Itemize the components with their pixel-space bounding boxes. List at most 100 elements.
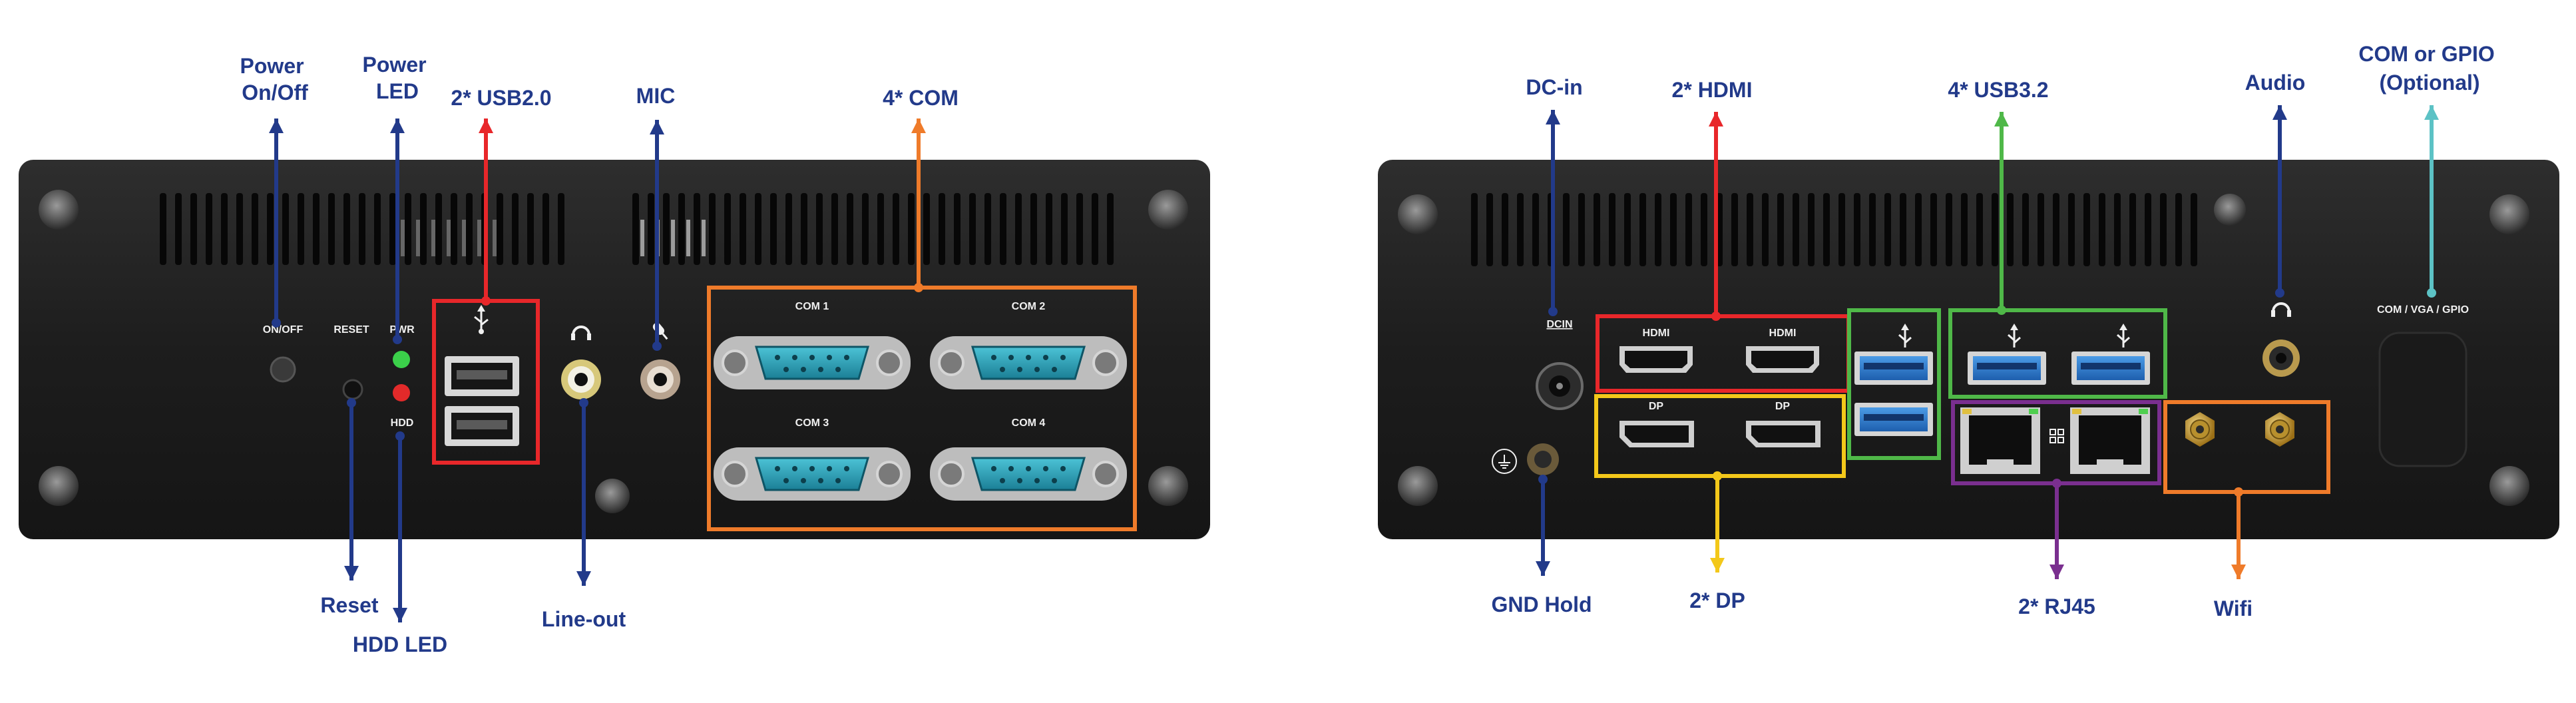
com-pin: [1060, 466, 1066, 471]
com-port[interactable]: [714, 336, 911, 389]
vent-slot: [1092, 193, 1098, 265]
vent-slot: [2022, 193, 2029, 266]
vent-slot: [801, 193, 807, 265]
usb-icon: [2117, 324, 2130, 348]
vent-slot: [877, 193, 884, 265]
usb2-port[interactable]: [445, 406, 519, 446]
ground-icon: [1492, 449, 1517, 474]
hdmi2-label: 2* HDMI: [1672, 78, 1753, 102]
vent-light: [462, 220, 466, 256]
vent-slot: [1578, 193, 1585, 266]
usb3-port[interactable]: [1854, 403, 1933, 436]
vent-slot: [1486, 193, 1493, 266]
usb20-arrow-head: [479, 118, 493, 133]
usb3-port[interactable]: [1854, 352, 1933, 385]
displayport[interactable]: [1619, 421, 1694, 447]
wifi-antenna-connector[interactable]: [2185, 412, 2215, 447]
vent-slot: [221, 193, 228, 265]
vent-slot: [1563, 193, 1570, 266]
com-pin: [827, 466, 832, 471]
vent-slot: [678, 193, 685, 265]
line-out-label: Line-out: [542, 607, 626, 631]
wifi-antenna-connector[interactable]: [2265, 412, 2294, 447]
com-pin: [783, 478, 789, 483]
vent-slot: [389, 193, 396, 265]
usb32-arrow-head: [1994, 112, 2009, 126]
line-out-jack[interactable]: [561, 359, 601, 399]
power-onoff-label-line1: Power: [240, 54, 304, 78]
dc-in-jack[interactable]: [1536, 362, 1584, 410]
usb3-port[interactable]: [2071, 352, 2150, 385]
vent-light: [431, 220, 435, 256]
vent-slot: [2114, 193, 2121, 266]
vent-slot: [1823, 193, 1830, 266]
vent-light: [702, 220, 706, 256]
usb3-port[interactable]: [1968, 352, 2046, 385]
vent-slot: [1624, 193, 1631, 266]
audio-jack[interactable]: [2262, 340, 2300, 377]
gnd-hold-screw[interactable]: [1527, 443, 1559, 475]
vent-slot: [939, 193, 945, 265]
vent-light: [493, 220, 497, 256]
power-onoff-label: Power On/Off: [240, 54, 310, 105]
vent-light: [477, 220, 481, 256]
hdmi2-arrow: [1709, 112, 1723, 321]
vent-slot: [1838, 193, 1845, 266]
com-pin: [1052, 478, 1057, 483]
screw-icon: [39, 466, 79, 506]
com-body: [755, 457, 869, 491]
com-pin: [1034, 478, 1040, 483]
callout-arrows: [269, 105, 2439, 622]
hdd-led: [393, 384, 410, 401]
com1-silk: COM 1: [795, 301, 829, 312]
vent-slot: [160, 193, 166, 265]
rj45-port[interactable]: [1960, 407, 2040, 474]
vent-slot: [497, 193, 503, 265]
vent-slot: [2068, 193, 2075, 266]
rj45-arrow-head: [2049, 565, 2064, 579]
gnd-hold-arrow-head: [1536, 561, 1550, 576]
power-button[interactable]: [270, 356, 296, 383]
com-pin: [844, 355, 849, 360]
vent-slot: [1502, 193, 1508, 266]
rj45-port[interactable]: [2070, 407, 2150, 474]
hex-screw-icon: [876, 461, 903, 487]
vent-slot: [740, 193, 746, 265]
com-pin: [792, 355, 797, 360]
usb2-port[interactable]: [445, 356, 519, 396]
vent-slot: [831, 193, 838, 265]
usb32-arrow: [1994, 112, 2009, 315]
hex-screw-icon: [938, 461, 965, 487]
dc-in-arrow: [1546, 110, 1560, 316]
com-body: [971, 346, 1086, 380]
hdmi-port[interactable]: [1746, 346, 1819, 373]
hdmi-port[interactable]: [1619, 346, 1693, 373]
vent-slot: [405, 193, 411, 265]
hex-screw-icon: [1092, 461, 1119, 487]
vent-slot: [374, 193, 381, 265]
power-onoff-label-line2: On/Off: [242, 81, 308, 105]
com4-arrow: [911, 118, 926, 292]
reset-button[interactable]: [342, 379, 363, 400]
mic-jack[interactable]: [640, 359, 680, 399]
usb20-arrow-dot: [481, 296, 491, 306]
vent-slot: [816, 193, 823, 265]
com-body: [755, 346, 869, 380]
com-port[interactable]: [930, 447, 1127, 501]
displayport[interactable]: [1746, 421, 1821, 447]
vent-slot: [2038, 193, 2044, 266]
dc-in-arrow-head: [1546, 110, 1560, 124]
vent-slot: [282, 193, 289, 265]
com-pin: [775, 466, 780, 471]
dp2-label: 2* DP: [1689, 588, 1745, 612]
com-gpio-label-line1: COM or GPIO: [2358, 42, 2494, 66]
com-port[interactable]: [714, 447, 911, 501]
vent-slot: [435, 193, 442, 265]
com-pin: [801, 478, 806, 483]
com-gpio-arrow-dot: [2427, 288, 2436, 298]
vent-slot: [420, 193, 427, 265]
com-port[interactable]: [930, 336, 1127, 389]
com4-arrow-head: [911, 118, 926, 133]
dp2-arrow-dot: [1713, 471, 1722, 481]
